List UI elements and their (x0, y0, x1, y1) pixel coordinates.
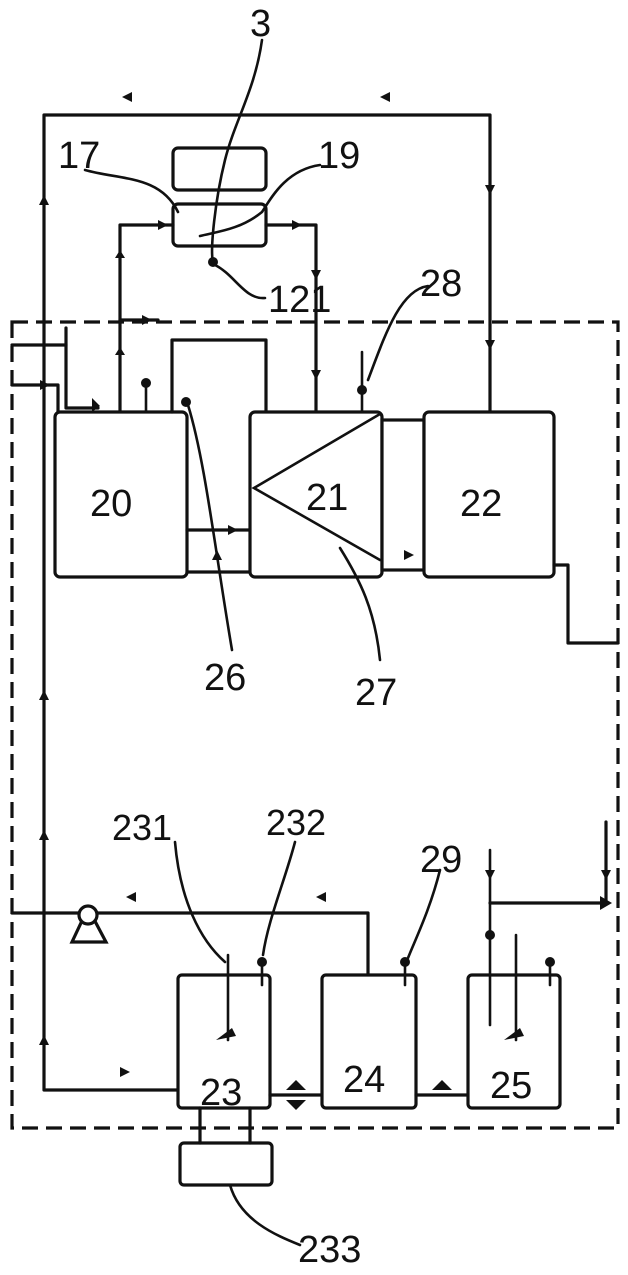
pipe-19-right (264, 223, 318, 414)
label-22: 22 (460, 483, 502, 525)
inlet-pipe-upper (10, 326, 68, 347)
leader-28 (366, 284, 430, 382)
arrow-icon (228, 525, 238, 535)
label-24: 24 (343, 1059, 385, 1101)
unit-20-box (53, 410, 189, 579)
unit-24-box (320, 973, 418, 1110)
arrow-icon (404, 550, 414, 560)
label-19: 19 (318, 135, 360, 177)
pipe-right-in (488, 820, 608, 905)
arrow-icon (142, 315, 152, 325)
membrane-27 (251, 412, 382, 562)
label-3: 3 (250, 3, 271, 45)
arrow-icon (485, 340, 495, 350)
arrow-icon (311, 370, 321, 380)
arrow-icon (39, 195, 49, 205)
arrow-icon (120, 1067, 130, 1077)
arrow-icon (600, 896, 612, 910)
arrow-icon (115, 250, 125, 258)
inlet-pipe-lower (10, 383, 60, 414)
unit-22-box (422, 410, 556, 579)
sensor-232-dot (257, 957, 267, 967)
pipe-22-out (552, 563, 620, 645)
leader-231 (173, 840, 227, 964)
unit-23-box (176, 973, 272, 1110)
arrow-icon (158, 220, 168, 230)
arrow-icon (292, 220, 302, 230)
leader-17 (83, 168, 180, 214)
inlet-pipe-mid (64, 343, 100, 410)
connector-21-22 (380, 418, 426, 572)
unit-233-box (178, 1141, 274, 1187)
arrow-icon (115, 347, 125, 355)
arrow-icon (504, 1028, 524, 1040)
label-20: 20 (90, 483, 132, 525)
label-28: 28 (420, 263, 462, 305)
top-return-pipe (42, 113, 492, 1092)
sensor-25-dot (485, 930, 495, 940)
sensor-28-dot (357, 385, 367, 395)
leader-26 (186, 403, 234, 652)
label-233: 233 (298, 1229, 361, 1271)
leader-27 (338, 546, 382, 662)
leader-3 (210, 38, 264, 264)
arrow-icon (311, 270, 321, 280)
arrow-icon (216, 1028, 236, 1040)
arrow-icon (601, 870, 611, 880)
arrow-icon (380, 92, 390, 102)
leader-121 (213, 263, 267, 300)
unit-19-box (171, 202, 268, 248)
label-26: 26 (204, 657, 246, 699)
leader-19 (198, 163, 322, 238)
arrow-icon (286, 1080, 306, 1090)
leader-232 (261, 840, 297, 957)
label-23: 23 (200, 1072, 242, 1114)
label-232: 232 (266, 802, 326, 843)
label-29: 29 (420, 839, 462, 881)
bypass-pipe (170, 338, 268, 414)
label-121: 121 (268, 279, 331, 321)
label-17: 17 (58, 135, 100, 177)
arrow-icon (122, 92, 132, 102)
label-25: 25 (490, 1065, 532, 1107)
arrow-icon (485, 185, 495, 195)
arrow-icon (39, 830, 49, 840)
pump-icon (77, 904, 99, 926)
leader-29 (406, 868, 442, 960)
label-27: 27 (355, 672, 397, 714)
arrow-icon (40, 380, 50, 390)
label-21: 21 (306, 477, 348, 519)
arrow-icon (316, 892, 326, 902)
arrow-icon (485, 870, 495, 880)
arrow-icon (126, 892, 136, 902)
leader-233 (228, 1183, 302, 1247)
arrow-icon (432, 1080, 452, 1090)
arrow-icon (39, 690, 49, 700)
label-231: 231 (112, 807, 172, 848)
arrow-icon (39, 1035, 49, 1045)
arrow-icon (92, 398, 100, 412)
arrow-icon (286, 1100, 306, 1110)
